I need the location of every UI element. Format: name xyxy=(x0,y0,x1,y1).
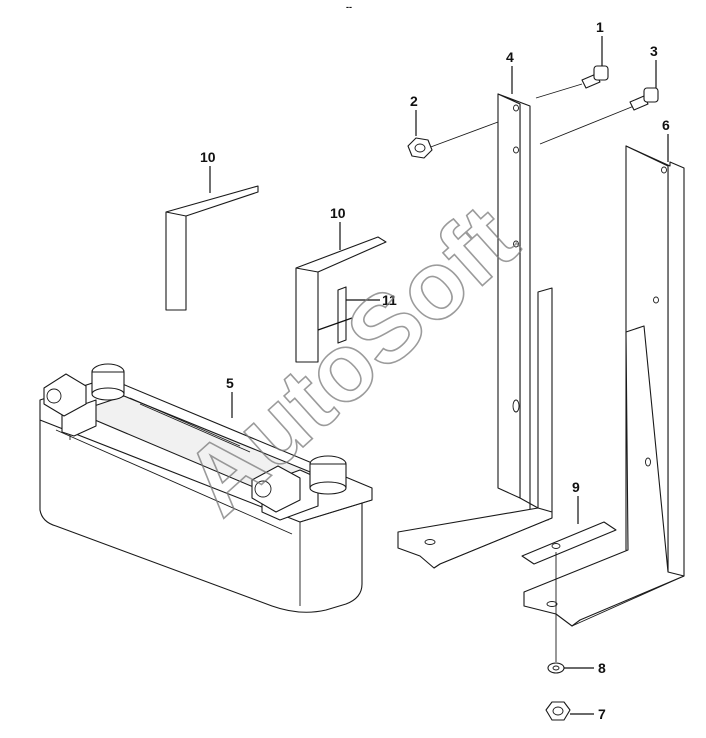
shim-9 xyxy=(521,521,617,565)
callout-3: 3 xyxy=(650,43,658,59)
oil-cooler-5 xyxy=(39,363,373,613)
callout-10-upper: 10 xyxy=(200,149,216,165)
bracket-4 xyxy=(397,93,553,569)
spacer-11 xyxy=(337,286,347,344)
pad-10-lower xyxy=(295,236,387,363)
callout-9: 9 xyxy=(572,479,580,495)
callout-6: 6 xyxy=(662,117,670,133)
pad-10-upper xyxy=(165,185,259,311)
callout-4: 4 xyxy=(506,49,514,65)
callout-8: 8 xyxy=(598,660,606,676)
callout-7: 7 xyxy=(598,706,606,722)
bolt-3 xyxy=(539,87,659,145)
washer-8 xyxy=(547,662,565,674)
bracket-6 xyxy=(523,145,685,627)
callout-1: 1 xyxy=(596,19,604,35)
nut-2 xyxy=(407,121,499,159)
callout-2: 2 xyxy=(410,93,418,109)
callout-5: 5 xyxy=(226,375,234,391)
callout-11: 11 xyxy=(382,292,397,308)
top-mark: -- xyxy=(346,2,352,12)
nut-7 xyxy=(545,701,571,721)
callout-10-lower: 10 xyxy=(330,205,346,221)
bolt-1 xyxy=(535,65,609,99)
